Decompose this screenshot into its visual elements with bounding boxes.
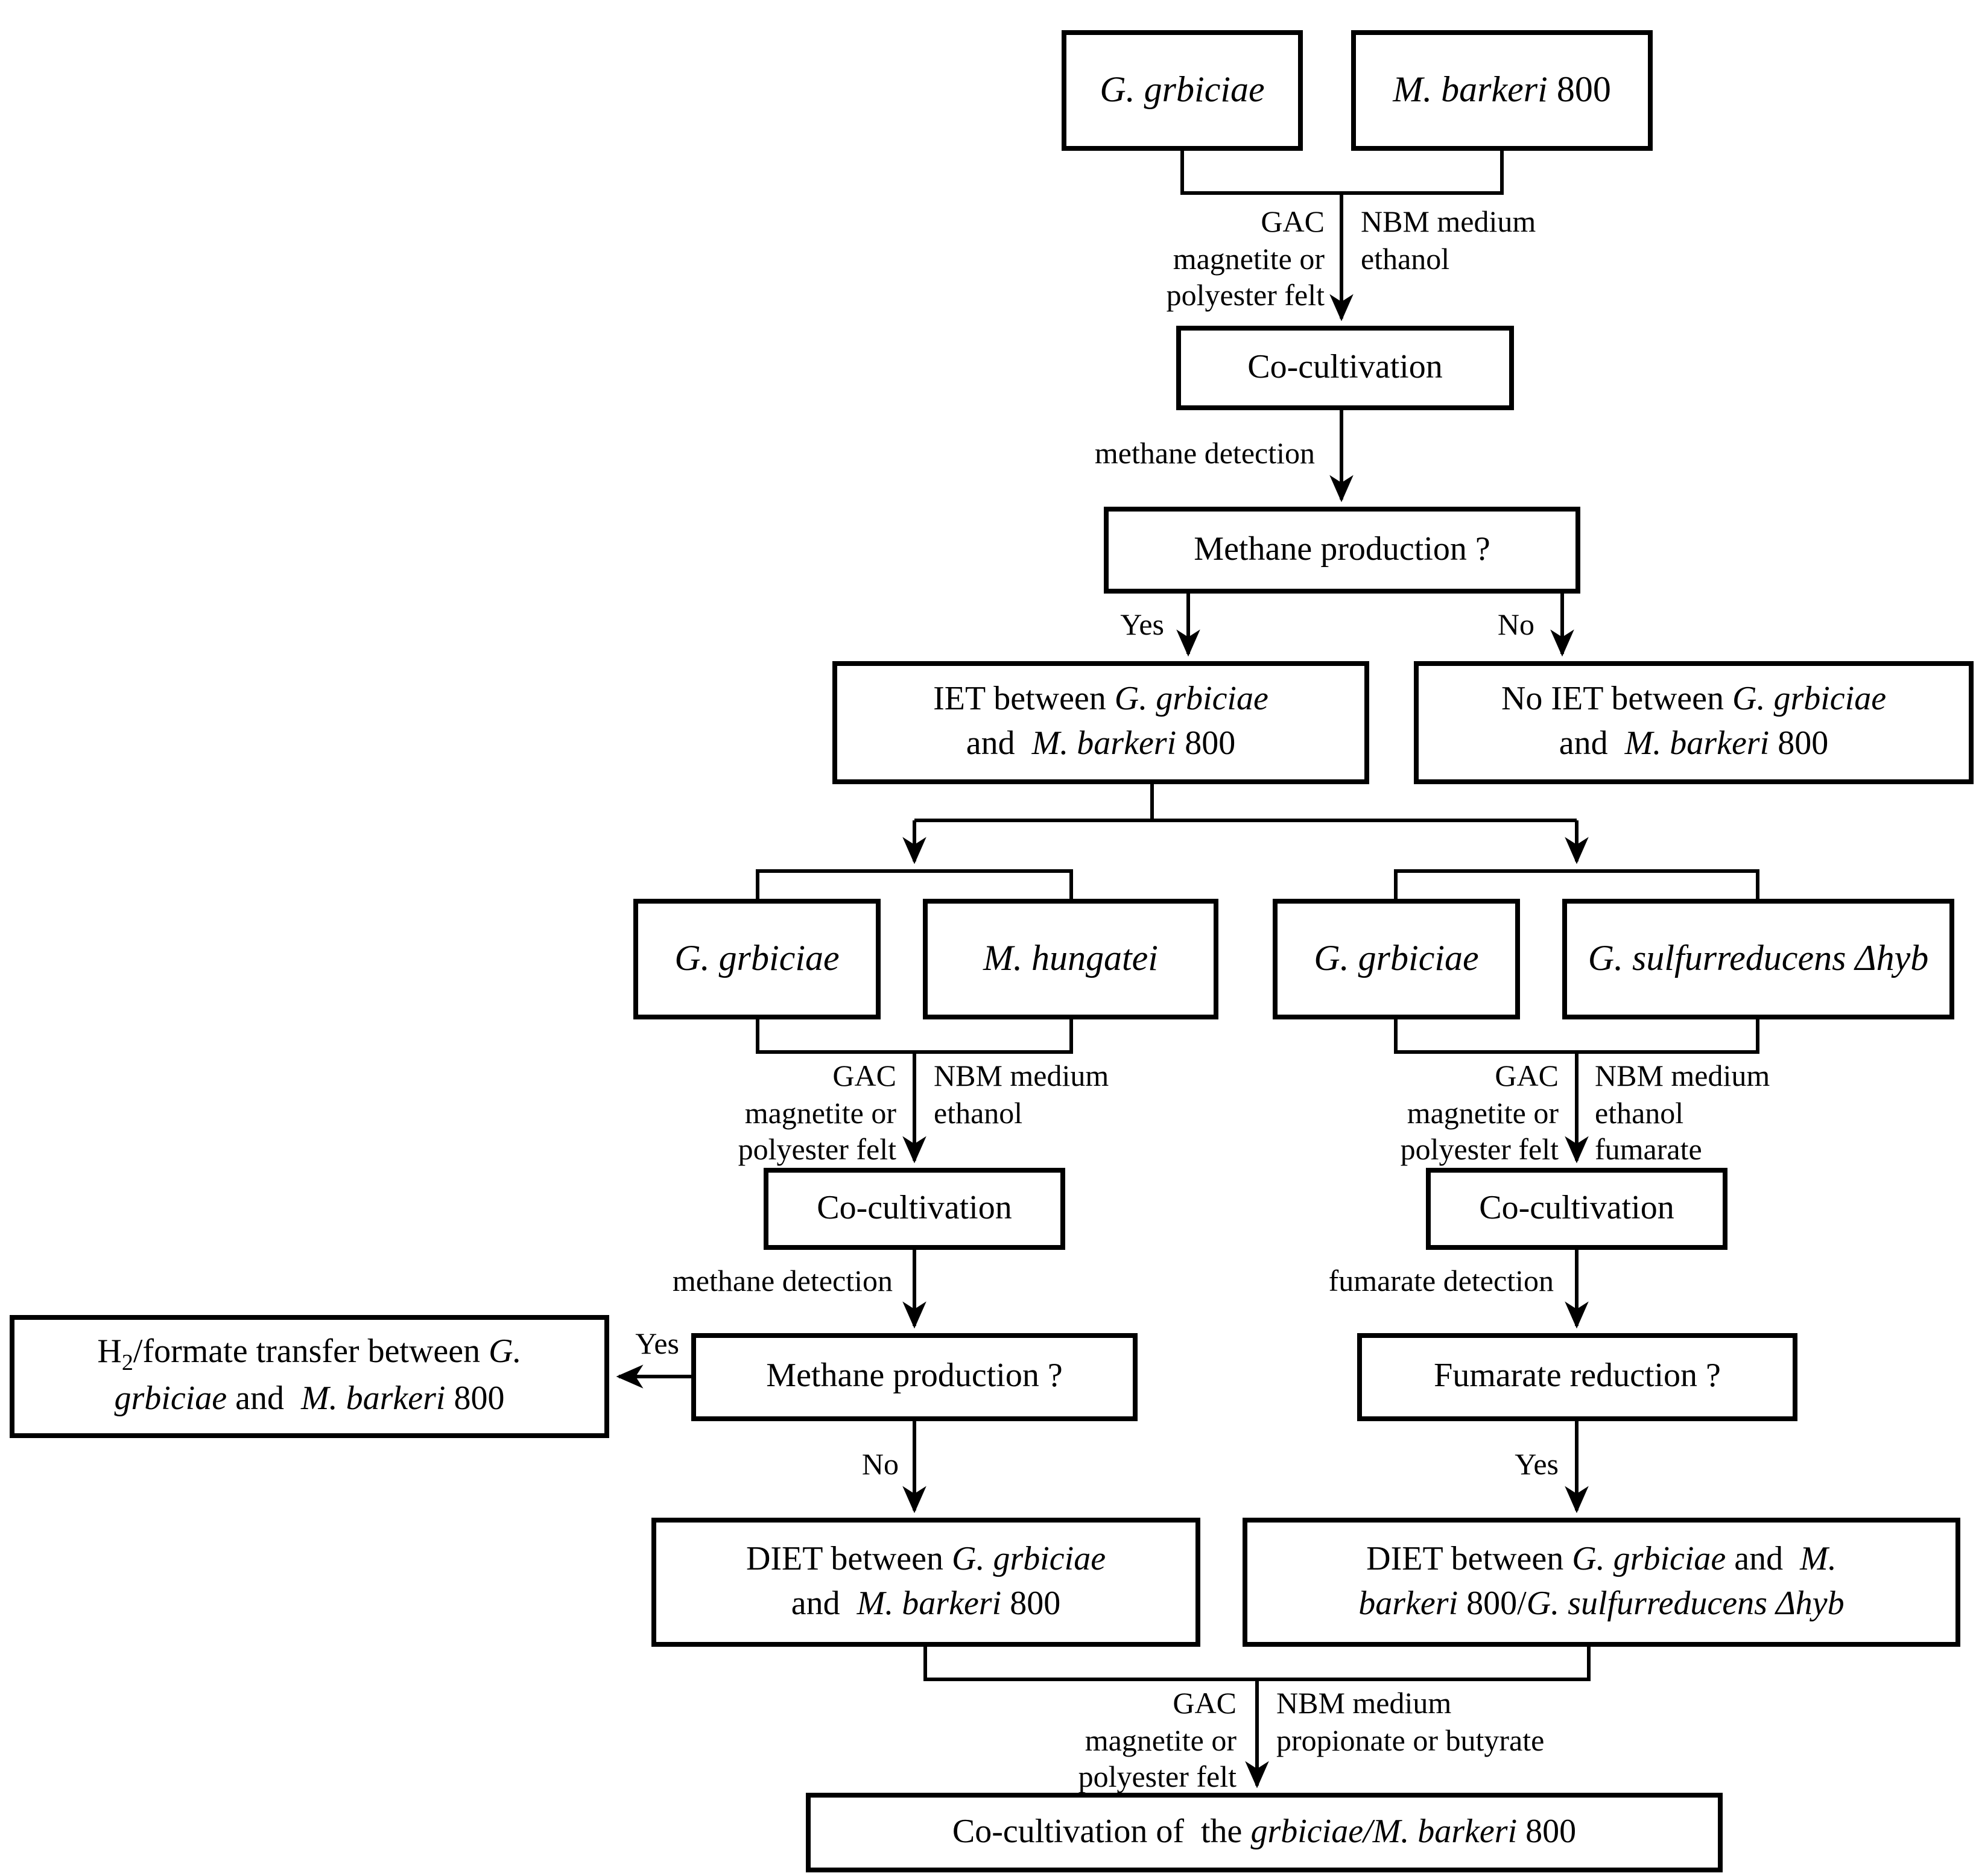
node-g-grbiciae-right: G. grbiciae bbox=[1273, 899, 1520, 1019]
edge-left-pair-bottom-bracket bbox=[756, 1019, 1073, 1054]
edge-top-bracket bbox=[1180, 151, 1504, 195]
node-methane-production-1: Methane production ? bbox=[1104, 507, 1580, 594]
node-methane-production-2: Methane production ? bbox=[691, 1333, 1138, 1421]
label-yes-1: Yes bbox=[1120, 609, 1164, 642]
label-no-1: No bbox=[1497, 609, 1534, 642]
node-g-sulfurreducens: G. sulfurreducens Δhyb bbox=[1562, 899, 1954, 1019]
label-yes-3: Yes bbox=[1515, 1449, 1559, 1481]
edge-right-pair-top-bracket bbox=[1394, 869, 1759, 899]
node-m-hungatei: M. hungatei bbox=[923, 899, 1218, 1019]
node-g-grbiciae-left: G. grbiciae bbox=[633, 899, 881, 1019]
edge-right-pair-bottom-bracket bbox=[1394, 1019, 1759, 1054]
label-methane-detection-2: methane detection bbox=[672, 1266, 893, 1298]
node-h2-formate-transfer: H2/formate transfer between G.grbiciae a… bbox=[10, 1315, 609, 1438]
node-g-grbiciae-top: G. grbiciae bbox=[1062, 30, 1303, 151]
node-diet-right: DIET between G. grbiciae and M.barkeri 8… bbox=[1243, 1518, 1960, 1647]
label-no-2: No bbox=[861, 1449, 899, 1481]
node-fumarate-reduction: Fumarate reduction ? bbox=[1357, 1333, 1797, 1421]
node-co-cultivation-2: Co-cultivation bbox=[764, 1168, 1065, 1250]
edge-left-pair-top-bracket bbox=[756, 869, 1073, 899]
node-co-cultivation-1: Co-cultivation bbox=[1176, 326, 1514, 410]
label-fumarate-detection: fumarate detection bbox=[1328, 1266, 1554, 1298]
node-final-co-cultivation: Co-cultivation of the grbiciae/M. barker… bbox=[806, 1793, 1723, 1872]
node-co-cultivation-3: Co-cultivation bbox=[1426, 1168, 1727, 1250]
label-methane-detection-1: methane detection bbox=[1094, 438, 1315, 471]
node-m-barkeri-top: M. barkeri 800 bbox=[1351, 30, 1653, 151]
label-yes-2: Yes bbox=[635, 1328, 679, 1361]
edge-merge-bar bbox=[923, 1647, 1591, 1681]
